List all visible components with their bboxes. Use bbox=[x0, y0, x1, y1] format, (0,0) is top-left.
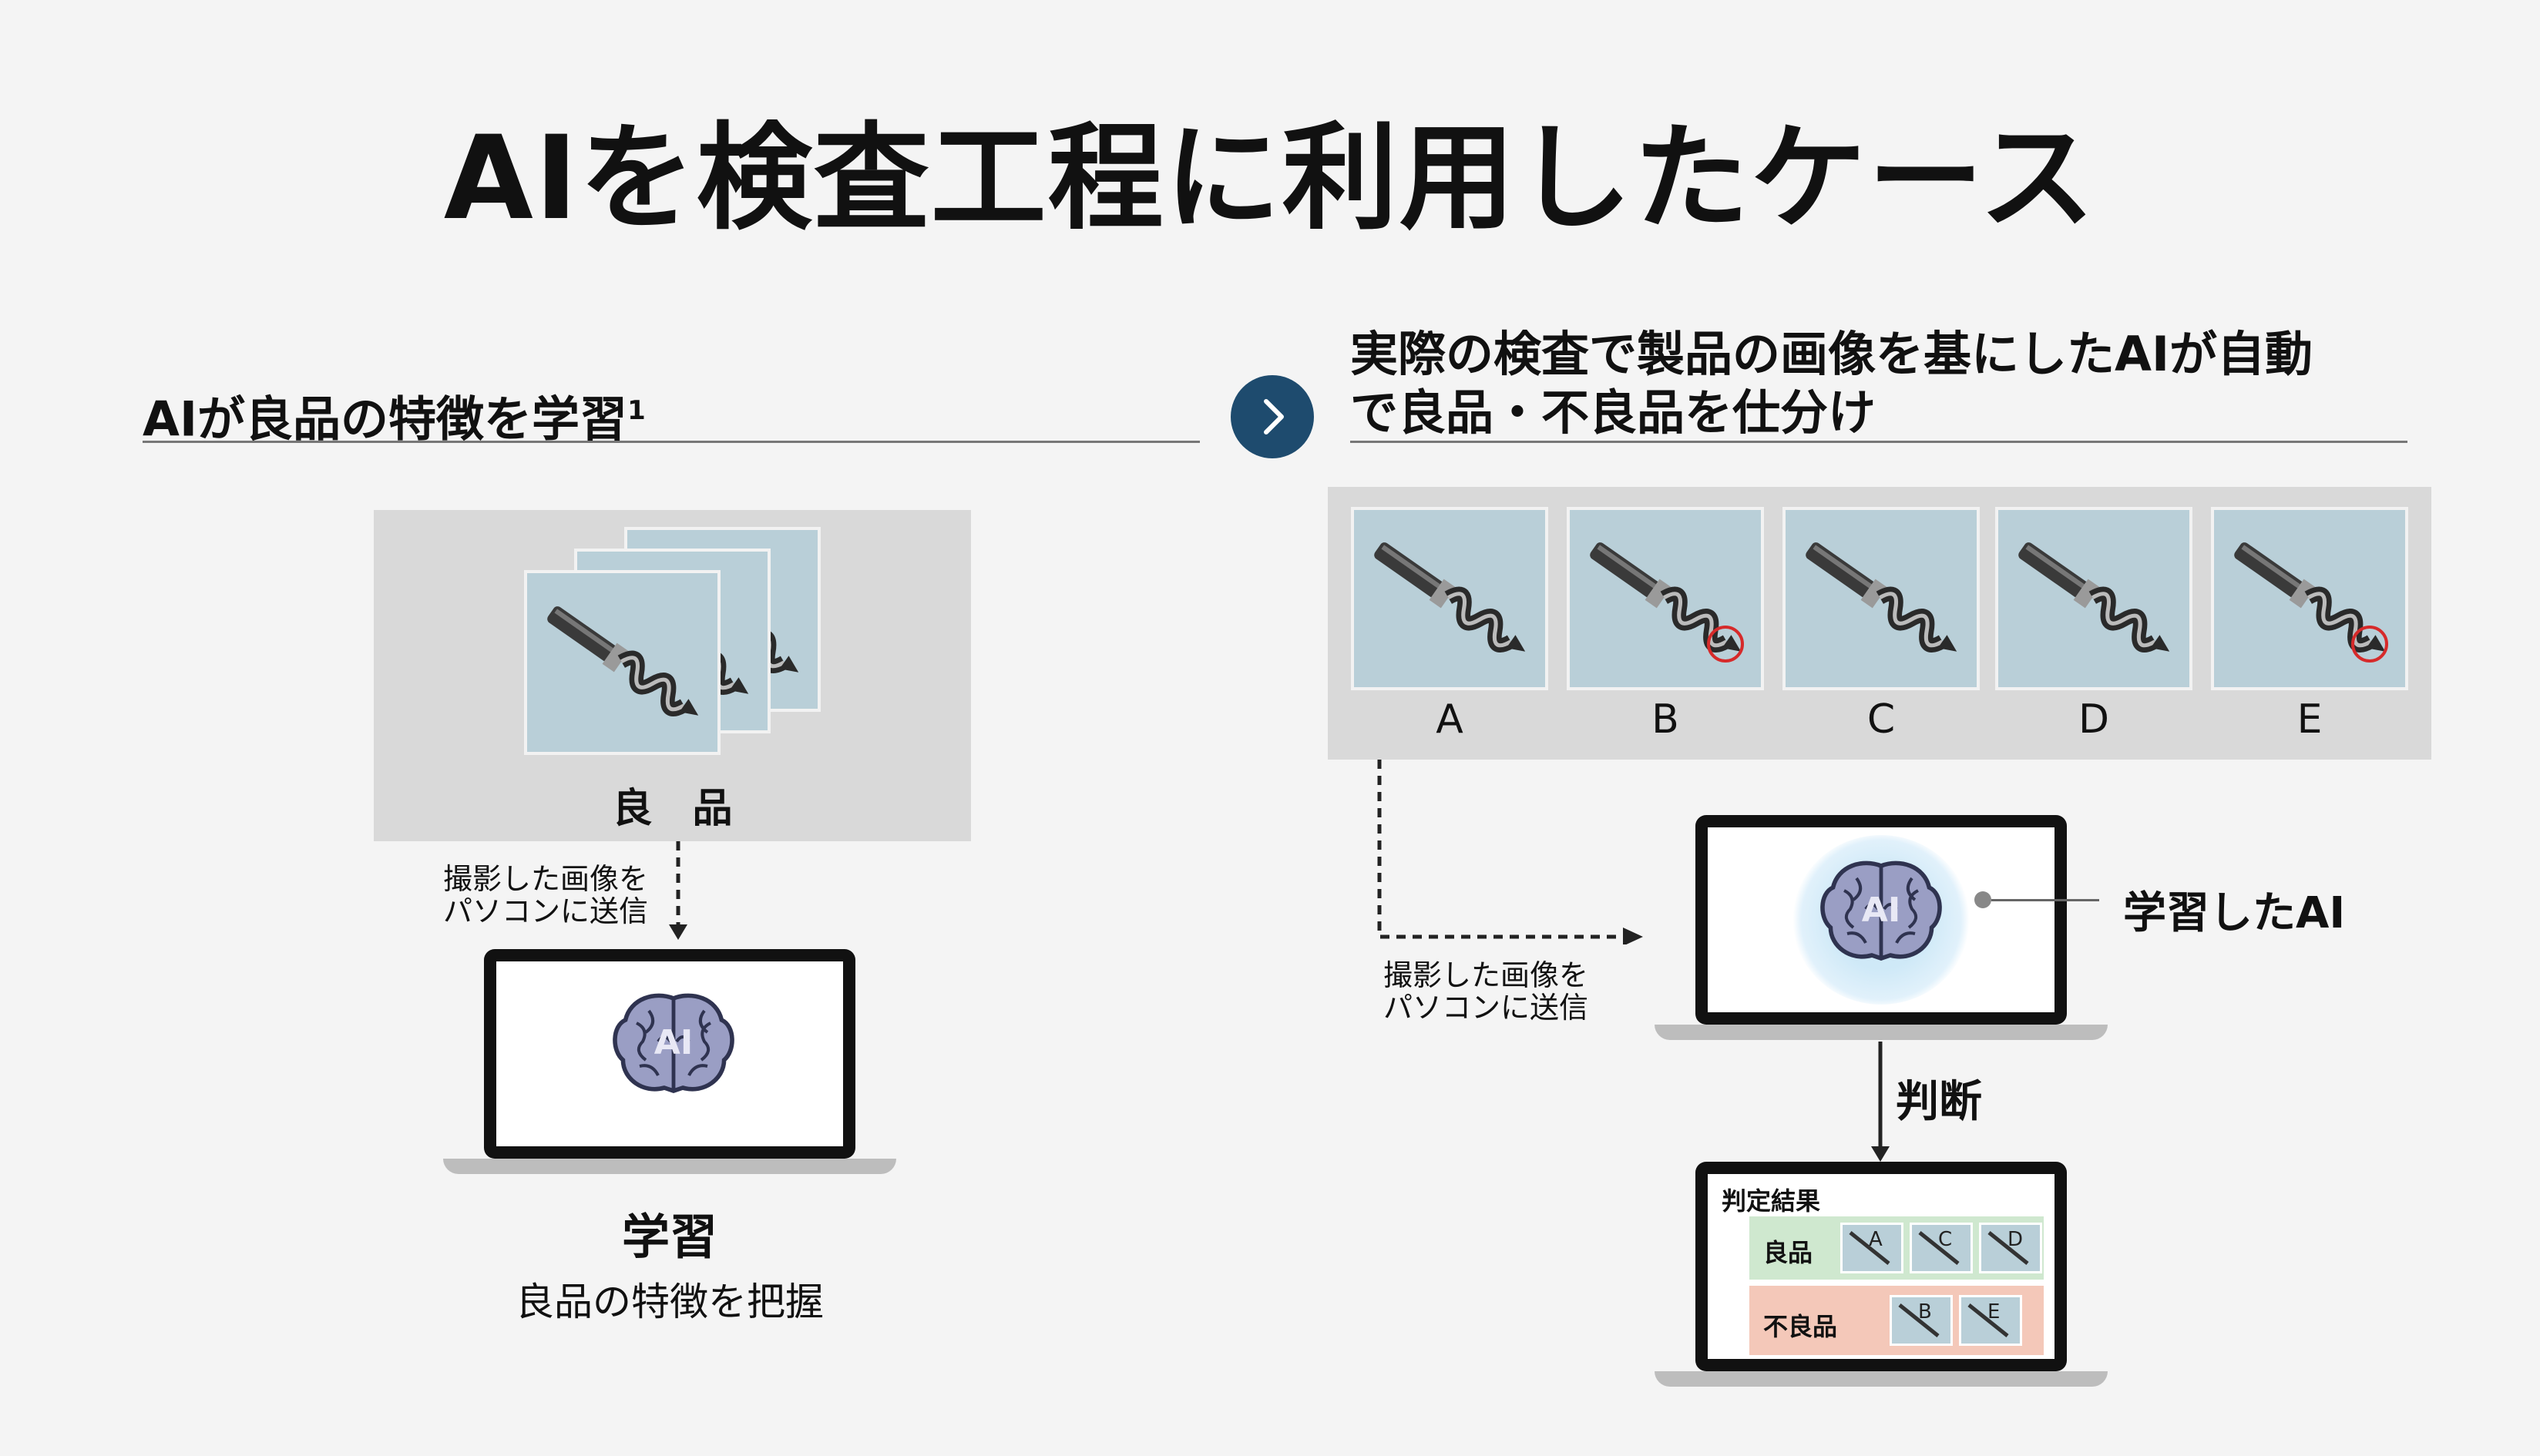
learn-title: 学習 bbox=[621, 1209, 717, 1265]
transfer-note: 撮影した画像を パソコンに送信 bbox=[443, 863, 648, 928]
products-panel: A B C D E bbox=[1328, 487, 2431, 760]
transfer-note-right-line1: 撮影した画像を bbox=[1383, 958, 1589, 992]
arrow-down-icon bbox=[669, 841, 687, 940]
good-samples-panel: 良 品 bbox=[374, 510, 971, 841]
drill-bit-icon bbox=[2211, 507, 2408, 690]
drill-bit-icon bbox=[1567, 507, 1764, 690]
result-thumb: C bbox=[1910, 1223, 1973, 1273]
product-label: E bbox=[2296, 696, 2323, 743]
result-thumb-label: A bbox=[1869, 1228, 1883, 1251]
page-title: AIを検査工程に利用したケース bbox=[443, 112, 2097, 246]
drill-bit-icon bbox=[524, 570, 721, 755]
laptop-base bbox=[1655, 1371, 2108, 1387]
transfer-note-line2: パソコンに送信 bbox=[443, 894, 649, 928]
result-thumb-label: C bbox=[1938, 1228, 1953, 1251]
good-row: 良品 A C D bbox=[1749, 1216, 2044, 1280]
result-thumb: D bbox=[1979, 1223, 2042, 1273]
defect-marker bbox=[1707, 626, 1744, 663]
left-heading-rule bbox=[143, 441, 1200, 443]
trained-ai-label: 学習したAI bbox=[2123, 888, 2346, 938]
laptop-icon: AI bbox=[1695, 815, 2067, 1025]
result-thumb-label: D bbox=[2007, 1228, 2024, 1251]
drill-bit-icon bbox=[1351, 507, 1548, 690]
left-heading: AIが良品の特徴を学習1 bbox=[143, 381, 646, 449]
left-heading-text: AIが良品の特徴を学習 bbox=[143, 391, 628, 448]
product-label: D bbox=[2078, 696, 2110, 743]
drill-bit-icon bbox=[1995, 507, 2192, 690]
bad-row: 不良品 B E bbox=[1749, 1286, 2044, 1355]
transfer-note-right: 撮影した画像を パソコンに送信 bbox=[1383, 959, 1588, 1024]
result-thumb-label: E bbox=[1987, 1300, 2001, 1323]
transfer-note-right-line2: パソコンに送信 bbox=[1383, 991, 1589, 1025]
laptop-base bbox=[1655, 1025, 2108, 1040]
result-thumb: E bbox=[1959, 1295, 2022, 1346]
arrow-down-icon bbox=[1871, 1042, 1890, 1162]
arrow-right-icon bbox=[1377, 760, 1643, 944]
right-heading-line1: 実際の検査で製品の画像を基にしたAIが自動 bbox=[1350, 326, 2313, 382]
judge-label: 判断 bbox=[1896, 1077, 1982, 1127]
result-title: 判定結果 bbox=[1722, 1186, 1821, 1216]
laptop-base bbox=[443, 1159, 896, 1174]
good-row-label: 良品 bbox=[1763, 1238, 1813, 1267]
right-heading-rule bbox=[1350, 441, 2407, 443]
drill-bit-icon bbox=[1782, 507, 1980, 690]
result-laptop: 判定結果 良品 A C D 不良品 B E bbox=[1695, 1162, 2067, 1371]
ai-text: AI bbox=[653, 1023, 694, 1062]
good-label: 良 品 bbox=[612, 786, 733, 832]
right-heading: 実際の検査で製品の画像を基にしたAIが自動 で良品・不良品を仕分け bbox=[1350, 325, 2313, 442]
result-thumb: B bbox=[1890, 1295, 1953, 1346]
product-label: B bbox=[1651, 696, 1679, 743]
laptop-icon: AI bbox=[484, 949, 855, 1159]
learn-desc: 良品の特徴を把握 bbox=[516, 1280, 824, 1324]
right-heading-line2: で良品・不良品を仕分け bbox=[1350, 384, 1876, 441]
defect-marker bbox=[2351, 626, 2388, 663]
chevron-right-icon bbox=[1231, 375, 1314, 458]
result-thumb: A bbox=[1840, 1223, 1903, 1273]
product-label: C bbox=[1866, 696, 1896, 743]
transfer-note-line1: 撮影した画像を bbox=[443, 862, 649, 896]
result-thumb-label: B bbox=[1918, 1300, 1932, 1323]
callout-dot bbox=[1974, 891, 1991, 908]
product-label: A bbox=[1436, 696, 1463, 743]
ai-text: AI bbox=[1861, 891, 1901, 930]
footnote-marker: 1 bbox=[627, 395, 646, 426]
callout-line bbox=[1991, 899, 2099, 901]
bad-row-label: 不良品 bbox=[1763, 1312, 1838, 1341]
